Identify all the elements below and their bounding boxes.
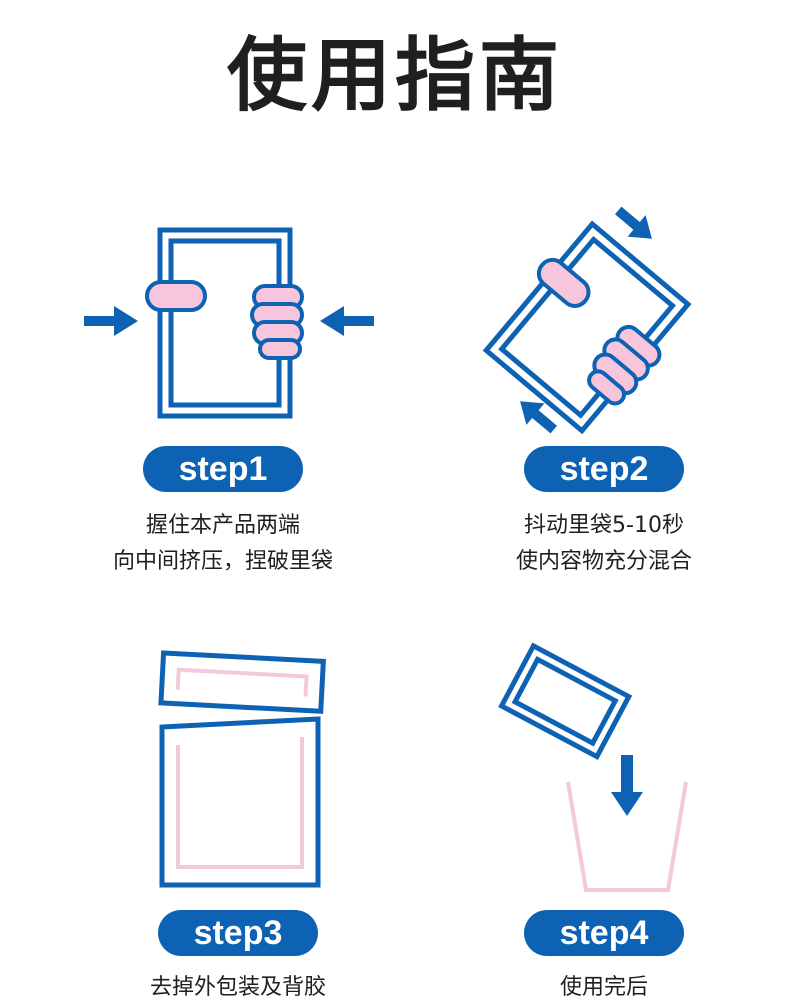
step-1-line-1: 握住本产品两端 — [145, 513, 300, 538]
shake-pack-icon — [482, 206, 692, 435]
step-1-badge: step1 — [143, 446, 303, 492]
step-1-line-2: 向中间挤压，捏破里袋 — [112, 549, 333, 574]
pour-pack-icon — [498, 642, 688, 892]
squeeze-pack-icon — [84, 227, 374, 419]
step-4-description: 使用完后 — [424, 970, 784, 1006]
step-2-line-1: 抖动里袋5-10秒 — [524, 513, 684, 538]
step-3-line-1: 去掉外包装及背胶 — [149, 975, 326, 1000]
arrow-icon — [320, 306, 374, 336]
step-4-line-1: 使用完后 — [559, 975, 648, 1000]
step-2-line-2: 使内容物充分混合 — [515, 549, 692, 574]
step-2-badge: step2 — [524, 446, 684, 492]
arrow-icon — [84, 306, 138, 336]
step-3-badge: step3 — [158, 910, 318, 956]
step-2-description: 抖动里袋5-10秒 使内容物充分混合 — [424, 508, 784, 580]
step-3-description: 去掉外包装及背胶 — [58, 970, 418, 1006]
arrow-icon — [611, 755, 643, 816]
step-1-description: 握住本产品两端 向中间挤压，捏破里袋 — [43, 508, 403, 580]
peel-pack-icon — [158, 650, 326, 888]
arrow-icon — [520, 401, 558, 434]
page-title: 使用指南 — [227, 29, 563, 122]
arrow-icon — [614, 206, 652, 239]
step-4-badge: step4 — [524, 910, 684, 956]
